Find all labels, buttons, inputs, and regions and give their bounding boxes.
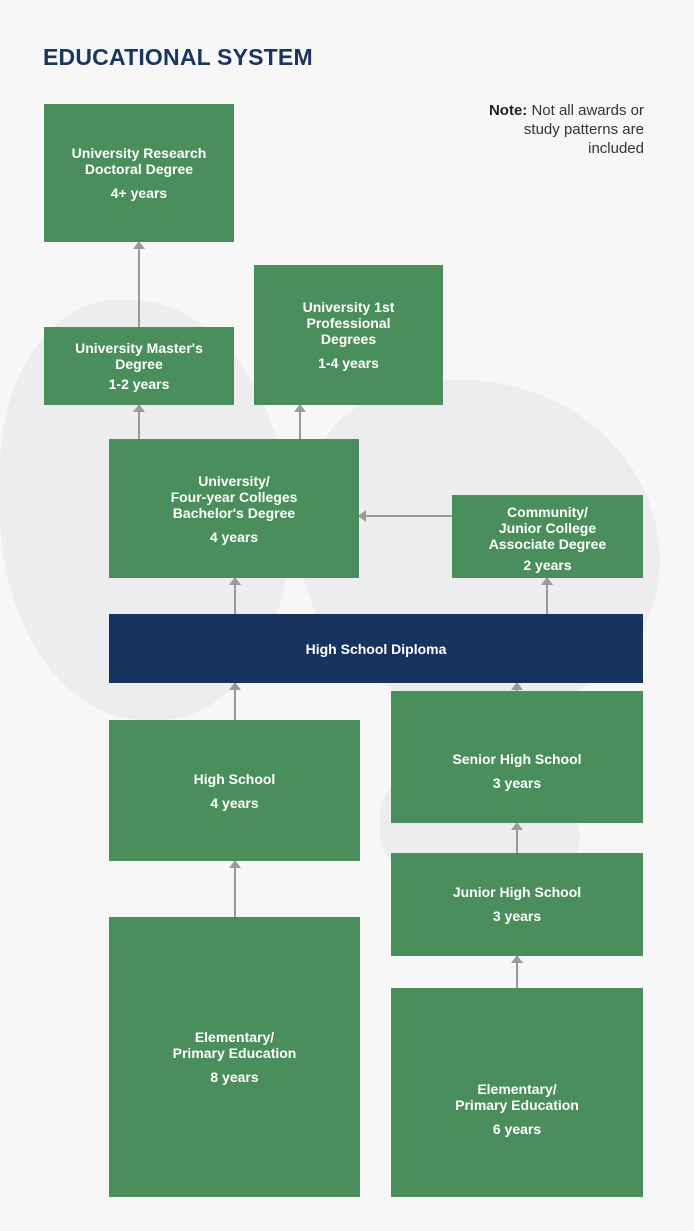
box-duration: 3 years [492, 775, 542, 791]
elementary-6-years-box: Elementary/ Primary Education 6 years [391, 988, 643, 1197]
box-duration: 3 years [492, 908, 542, 924]
box-label: University 1st [302, 299, 395, 315]
arrow-highschool-to-diploma [229, 682, 241, 720]
junior-high-school-box: Junior High School 3 years [391, 853, 643, 956]
high-school-diploma-bar: High School Diploma [109, 614, 643, 683]
box-label: Elementary/ [477, 1081, 557, 1097]
community-college-box: Community/ Junior College Associate Degr… [452, 495, 643, 578]
arrow-bachelor-to-professional [294, 404, 306, 439]
arrow-community-to-bachelor [358, 510, 452, 522]
box-duration: 6 years [492, 1121, 542, 1137]
arrow-bachelor-to-masters [133, 404, 145, 439]
box-label: Elementary/ [194, 1029, 275, 1045]
page-title: EDUCATIONAL SYSTEM [43, 44, 313, 70]
box-label: High School Diploma [305, 640, 447, 657]
arrow-elem8-to-highschool [229, 860, 241, 917]
box-label: University Research [71, 145, 207, 161]
arrow-elem6-to-junior [511, 955, 523, 988]
box-duration: 1-4 years [318, 355, 379, 371]
box-label: Degrees [320, 331, 377, 347]
box-label: Primary Education [455, 1097, 579, 1113]
box-label: Bachelor's Degree [172, 505, 296, 521]
professional-degree-box: University 1st Professional Degrees 1-4 … [254, 265, 443, 405]
box-duration: 2 years [523, 557, 572, 573]
bachelor-degree-box: University/ Four-year Colleges Bachelor'… [109, 439, 359, 578]
box-label: Junior High School [452, 884, 582, 900]
arrow-junior-to-senior [511, 822, 523, 853]
box-label: Primary Education [172, 1045, 297, 1061]
note-text: Not all awards or study patterns are inc… [523, 102, 644, 157]
arrow-masters-to-doctoral [133, 241, 145, 327]
box-label: Associate Degree [488, 536, 607, 552]
box-label: University/ [198, 473, 270, 489]
arrow-diploma-to-community [541, 577, 553, 614]
masters-degree-box: University Master's Degree 1-2 years [44, 327, 234, 405]
box-label: Professional [306, 315, 391, 331]
box-duration: 4 years [210, 795, 259, 811]
box-label: University Master's [75, 340, 203, 356]
box-label: Four-year Colleges [170, 489, 298, 505]
box-label: Senior High School [452, 751, 582, 767]
arrow-diploma-to-bachelor [229, 577, 241, 614]
box-label: Degree [115, 356, 163, 372]
box-label: Junior College [498, 520, 597, 536]
doctoral-degree-box: University Research Doctoral Degree 4+ y… [44, 104, 234, 242]
arrow-senior-to-diploma [511, 682, 523, 691]
senior-high-school-box: Senior High School 3 years [391, 691, 643, 823]
box-duration: 8 years [210, 1069, 259, 1085]
note-label: Note: [488, 102, 528, 119]
box-duration: 1-2 years [108, 376, 170, 392]
box-duration: 4+ years [110, 185, 168, 201]
box-label: Doctoral Degree [84, 161, 194, 177]
note: Note: Not all awards or study patterns a… [484, 101, 644, 158]
box-label: High School [193, 771, 276, 787]
elementary-8-years-box: Elementary/ Primary Education 8 years [109, 917, 360, 1197]
box-label: Community/ [507, 504, 588, 520]
box-duration: 4 years [209, 529, 259, 545]
high-school-box: High School 4 years [109, 720, 360, 861]
